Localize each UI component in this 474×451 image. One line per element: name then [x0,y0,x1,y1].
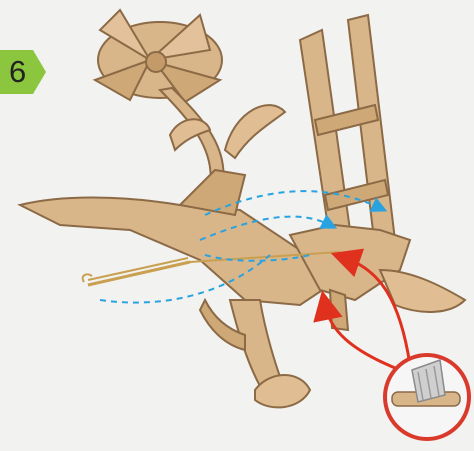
bead-wire-inset-icon [385,355,469,439]
u-frame [300,15,395,248]
wire-key-icon [83,258,190,285]
flower-icon [95,10,222,102]
